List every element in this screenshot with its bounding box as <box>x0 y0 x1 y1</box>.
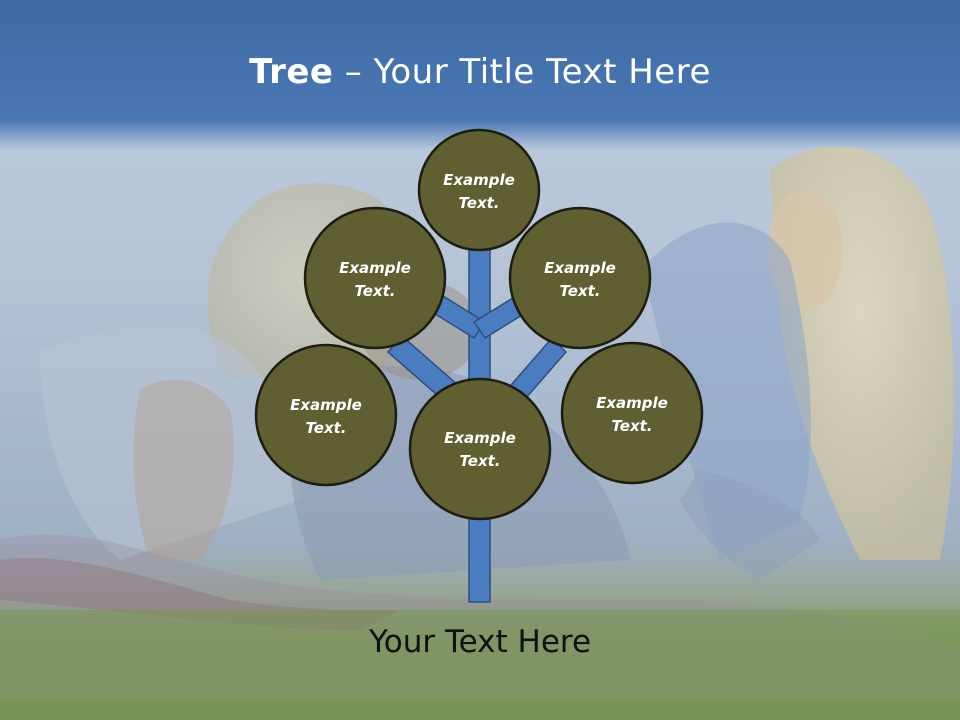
node-label: Example <box>339 259 411 277</box>
node-label: Text. <box>559 282 600 300</box>
node-label: Text. <box>305 419 346 437</box>
node-label: Text. <box>459 452 500 470</box>
tree-node-lower-right: Example Text. <box>560 341 704 485</box>
node-label: Example <box>290 396 362 414</box>
node-label: Example <box>443 171 515 189</box>
title-separator: – <box>333 52 374 92</box>
tree-node-center: Example Text. <box>408 377 552 521</box>
node-label: Text. <box>354 282 395 300</box>
tree-node-lower-left: Example Text. <box>254 343 398 487</box>
node-label: Text. <box>611 417 652 435</box>
tree-node-upper-right: Example Text. <box>508 206 652 350</box>
node-label: Example <box>544 259 616 277</box>
node-label: Example <box>596 394 668 412</box>
slide-title: Tree – Your Title Text Here <box>0 52 960 92</box>
node-label: Text. <box>458 194 499 212</box>
tree-node-upper-left: Example Text. <box>303 206 447 350</box>
tree-node-top: Example Text. <box>417 128 541 252</box>
title-bold: Tree <box>249 52 334 92</box>
title-rest: Your Title Text Here <box>373 52 711 92</box>
node-label: Example <box>444 429 516 447</box>
caption-text: Your Text Here <box>368 624 592 660</box>
